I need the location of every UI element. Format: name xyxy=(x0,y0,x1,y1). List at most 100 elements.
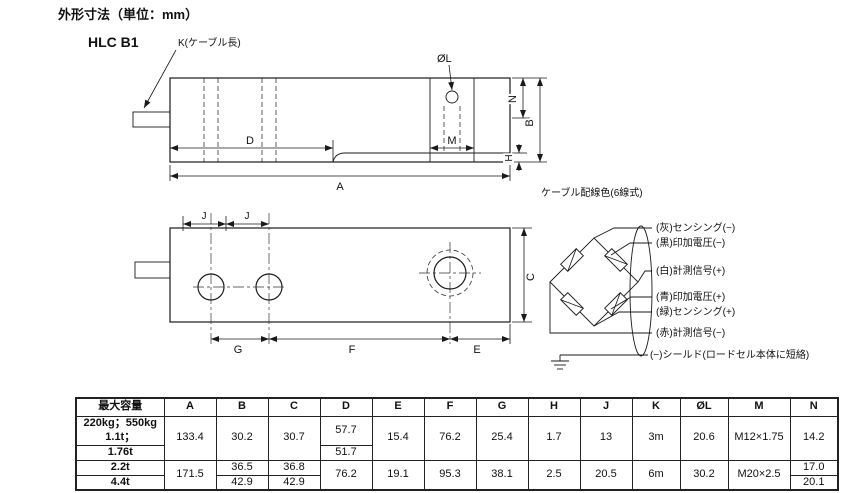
cell-b-1: 30.2 xyxy=(215,415,269,461)
model-label: HLC B1 xyxy=(88,34,139,50)
cell-n-3: 17.0 xyxy=(789,459,839,476)
col-header-ol: ØL xyxy=(679,397,729,417)
cell-c-3: 36.8 xyxy=(267,459,321,476)
ol-leader xyxy=(448,64,455,91)
cable-exit-side xyxy=(132,111,171,128)
cell-e-3: 19.1 xyxy=(371,459,425,491)
dim-label-b: B xyxy=(524,119,536,126)
wire-label-gray: (灰)センシング(−) xyxy=(656,221,735,234)
cell-a-3: 171.5 xyxy=(163,459,217,491)
cell-e-1: 15.4 xyxy=(371,415,425,461)
cable-cross-section xyxy=(629,225,653,357)
cell-capacity-2: 1.76t xyxy=(75,444,165,461)
dim-label-m: M xyxy=(447,135,456,147)
cell-f-3: 95.3 xyxy=(423,459,477,491)
dim-label-c: C xyxy=(525,273,537,281)
cell-a-1: 133.4 xyxy=(163,415,217,461)
table-header-row: 最大容量 A B C D E F G H J K ØL M N xyxy=(75,397,839,417)
cell-capacity-3: 2.2t xyxy=(75,459,165,476)
cell-m-1: M12×1.75 xyxy=(727,415,791,461)
load-hole-circle-side xyxy=(445,90,459,104)
side-view: D M A ØL N B H xyxy=(132,53,547,195)
centerlines-top xyxy=(193,213,481,344)
cell-ol-3: 30.2 xyxy=(679,459,729,491)
cell-n-1: 14.2 xyxy=(789,415,839,461)
wire-label-green: (緑)センシング(+) xyxy=(656,305,735,318)
strain-gauge-4 xyxy=(560,292,584,316)
table-row-4: 4.4t 42.9 42.9 20.1 xyxy=(75,474,839,491)
cable-length-label: K(ケーブル長) xyxy=(178,36,241,49)
cell-b-3: 36.5 xyxy=(215,459,269,476)
table-row-3: 2.2t 171.5 36.5 36.8 76.2 19.1 95.3 38.1… xyxy=(75,459,839,491)
wire-label-shield: (−)シールド(ロードセル本体に短絡) xyxy=(650,348,809,361)
col-header-a: A xyxy=(163,397,217,417)
dim-label-h: H xyxy=(504,154,515,161)
cell-h-1: 1.7 xyxy=(527,415,581,461)
beam-body-top xyxy=(169,227,511,323)
col-header-b: B xyxy=(215,397,269,417)
cell-g-1: 25.4 xyxy=(475,415,529,461)
col-header-h: H xyxy=(527,397,581,417)
col-header-g: G xyxy=(475,397,529,417)
ground-symbol xyxy=(551,355,569,370)
cell-j-1: 13 xyxy=(579,415,633,461)
cell-ol-1: 20.6 xyxy=(679,415,729,461)
cell-h-3: 2.5 xyxy=(527,459,581,491)
cell-d-1: 57.7 xyxy=(319,415,373,446)
dim-label-d: D xyxy=(246,135,254,147)
dimension-drawing: 外形寸法（単位：mm） HLC B1 K(ケーブル長) D M A xyxy=(57,7,809,370)
cell-d-3: 76.2 xyxy=(319,459,373,491)
wire-label-black: (黒)印加電圧(−) xyxy=(656,237,725,249)
dim-label-g: G xyxy=(234,344,243,356)
cell-m-3: M20×2.5 xyxy=(727,459,791,491)
col-header-c: C xyxy=(267,397,321,417)
dim-label-j2: J xyxy=(245,211,250,222)
wire-label-red: (赤)計測信号(−) xyxy=(656,326,725,339)
dim-label-ol: ØL xyxy=(437,53,452,65)
wiring-diagram: ケーブル配線色(6線式) xyxy=(541,186,809,370)
hidden-hole-lines-side xyxy=(203,78,461,162)
capacity-line-1: 220kg；550kg xyxy=(83,416,157,429)
page-title: 外形寸法（単位：mm） xyxy=(57,7,198,22)
cell-g-3: 38.1 xyxy=(475,459,529,491)
dim-label-j1: J xyxy=(202,211,207,222)
cable-length-leader xyxy=(143,49,177,109)
col-header-d: D xyxy=(319,397,373,417)
col-header-capacity: 最大容量 xyxy=(75,397,165,417)
col-header-k: K xyxy=(631,397,681,417)
bridge-diamond xyxy=(549,237,639,327)
cell-c-4: 42.9 xyxy=(267,474,321,491)
strain-gauge-1 xyxy=(560,248,584,272)
strain-gauge-2 xyxy=(604,248,628,272)
cell-b-4: 42.9 xyxy=(215,474,269,491)
col-header-m: M xyxy=(727,397,791,417)
step-profile-line xyxy=(332,152,510,163)
wire-label-white: (白)計測信号(+) xyxy=(656,264,725,277)
wire-label-blue: (青)印加電圧(+) xyxy=(656,290,725,303)
load-hole-top xyxy=(433,256,467,290)
cell-f-1: 76.2 xyxy=(423,415,477,461)
col-header-j: J xyxy=(579,397,633,417)
cell-c-1: 30.7 xyxy=(267,415,321,461)
load-boss-hidden-circle xyxy=(426,249,474,297)
dimension-table: 最大容量 A B C D E F G H J K ØL M N 220kg；55… xyxy=(75,397,839,492)
capacity-line-2: 1.1t； xyxy=(105,430,136,443)
cell-k-3: 6m xyxy=(631,459,681,491)
strain-gauge-3 xyxy=(604,292,628,316)
table-row-1: 220kg；550kg 1.1t； 133.4 30.2 30.7 57.7 1… xyxy=(75,415,839,461)
cell-d-2: 51.7 xyxy=(319,444,373,461)
cell-j-3: 20.5 xyxy=(579,459,633,491)
wiring-title: ケーブル配線色(6線式) xyxy=(541,186,643,199)
col-header-e: E xyxy=(371,397,425,417)
cell-capacity-1: 220kg；550kg 1.1t； xyxy=(75,415,165,446)
dim-label-e: E xyxy=(473,344,480,356)
dim-label-n: N xyxy=(507,95,519,103)
col-header-f: F xyxy=(423,397,477,417)
bridge-wires xyxy=(549,227,652,356)
top-view: J J G F E C xyxy=(134,209,539,358)
cable-exit-top xyxy=(134,261,171,279)
dim-label-a: A xyxy=(336,181,344,193)
table-row-2: 1.76t 51.7 xyxy=(75,444,838,461)
cell-n-4: 20.1 xyxy=(789,474,839,491)
